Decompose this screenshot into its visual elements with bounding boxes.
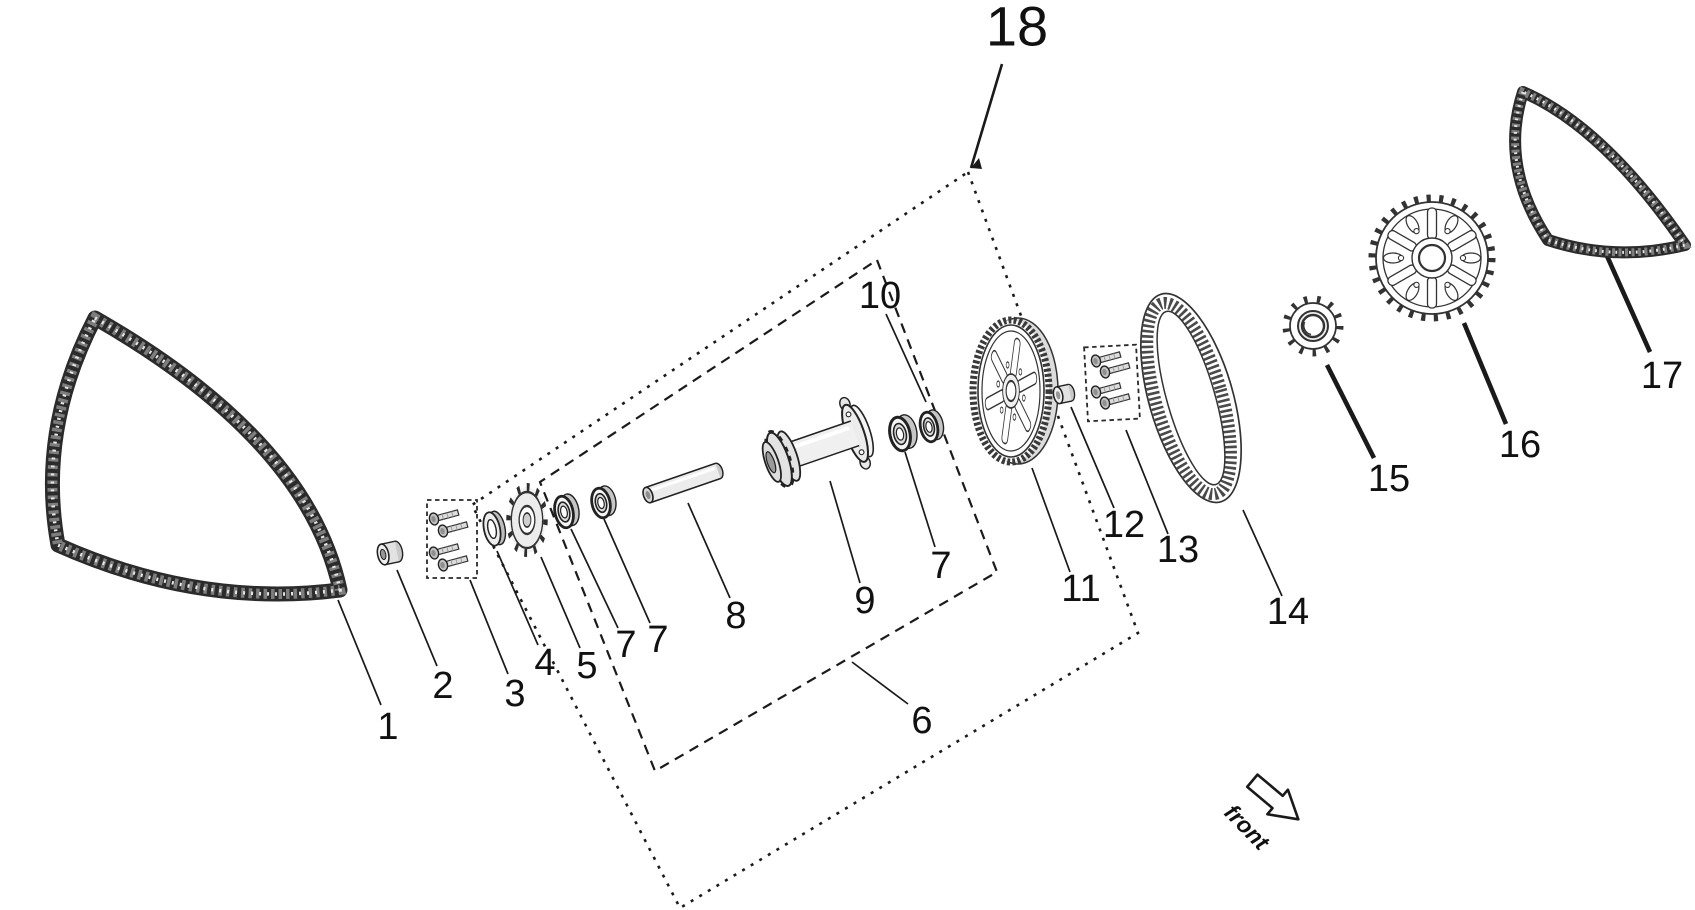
drive-chain-left xyxy=(44,310,348,602)
callout-18: 18 xyxy=(986,0,1048,58)
axle-tube xyxy=(642,462,724,504)
leader-lines xyxy=(337,63,1653,706)
callout-4: 4 xyxy=(534,642,555,684)
callout-15: 15 xyxy=(1368,458,1410,500)
callout-16: 16 xyxy=(1499,424,1541,466)
callout-8: 8 xyxy=(725,595,746,637)
nut xyxy=(1052,383,1076,405)
callout-17: 17 xyxy=(1641,355,1683,397)
chainring xyxy=(1368,194,1496,322)
hub xyxy=(761,396,875,489)
callout-9: 9 xyxy=(854,580,875,622)
callout-11: 11 xyxy=(1061,568,1100,610)
callout-labels: 1 2 3 4 5 6 7 7 7 8 9 10 11 12 13 14 15 … xyxy=(377,0,1683,748)
callout-1: 1 xyxy=(377,706,398,748)
washer xyxy=(482,510,507,547)
bearing xyxy=(888,414,918,453)
drive-belt xyxy=(1139,292,1243,504)
callout-14: 14 xyxy=(1267,591,1309,633)
assembly-box-outer xyxy=(470,169,1140,910)
front-label: front xyxy=(1219,799,1275,856)
callout-7c: 7 xyxy=(930,545,951,587)
callout-6: 6 xyxy=(911,700,932,742)
bearing xyxy=(918,409,945,444)
callout-13: 13 xyxy=(1157,529,1199,571)
callout-5: 5 xyxy=(576,645,597,687)
spacer-bushing xyxy=(376,540,404,566)
callout-3: 3 xyxy=(504,673,525,715)
callout-7b: 7 xyxy=(647,619,668,661)
sprocket-front-small xyxy=(1282,295,1344,357)
bolt-kit-box-13 xyxy=(1083,343,1141,423)
front-arrow: front xyxy=(1219,773,1300,856)
callout-12: 12 xyxy=(1103,504,1145,546)
small-sprocket xyxy=(506,483,548,557)
belt-pulley xyxy=(969,316,1059,466)
callout-2: 2 xyxy=(432,665,453,707)
assembly-box-inner xyxy=(538,258,999,773)
callout-10: 10 xyxy=(859,275,901,317)
bolt-kit-box-3 xyxy=(426,499,478,579)
bearing xyxy=(590,485,617,520)
callout-7a: 7 xyxy=(615,624,636,666)
bearing xyxy=(553,493,580,530)
drive-chain-right xyxy=(1509,86,1692,259)
